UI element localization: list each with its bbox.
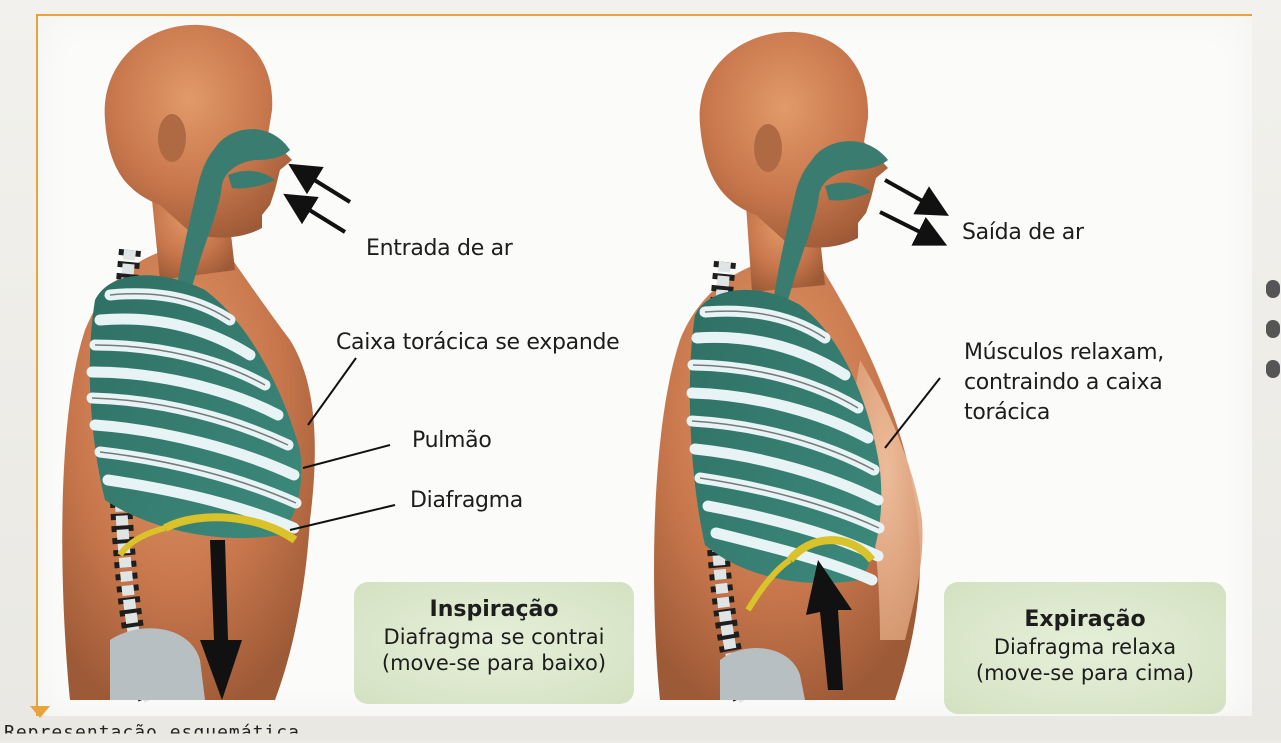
left-ear [158, 114, 186, 162]
inspiration-box: Inspiração Diafragma se contrai (move-se… [354, 582, 634, 704]
right-leader-lines [885, 378, 940, 448]
inspiration-title: Inspiração [354, 596, 634, 624]
muscles-relax-line2: contraindo a caixa [964, 370, 1162, 396]
left-air-arrows [290, 168, 350, 232]
diaphragm-label: Diafragma [410, 488, 523, 514]
left-figure [62, 25, 395, 700]
right-air-label: Saída de ar [962, 220, 1084, 246]
inspiration-line2: (move-se para baixo) [354, 650, 634, 676]
ribcage-expands-label: Caixa torácica se expande [336, 330, 619, 356]
expiration-line2: (move-se para cima) [944, 660, 1226, 686]
expiration-line1: Diafragma relaxa [944, 634, 1226, 660]
right-air-arrows [880, 180, 942, 242]
side-margin-marks [1266, 280, 1280, 400]
left-air-label: Entrada de ar [366, 236, 513, 262]
expiration-title: Expiração [944, 606, 1226, 634]
expiration-box: Expiração Diafragma relaxa (move-se para… [944, 582, 1226, 714]
muscles-relax-line3: torácica [964, 400, 1050, 426]
inspiration-line1: Diafragma se contrai [354, 624, 634, 650]
lung-label: Pulmão [412, 428, 492, 454]
right-figure [654, 32, 942, 700]
muscles-relax-line1: Músculos relaxam, [964, 340, 1164, 366]
right-ear [754, 124, 782, 172]
